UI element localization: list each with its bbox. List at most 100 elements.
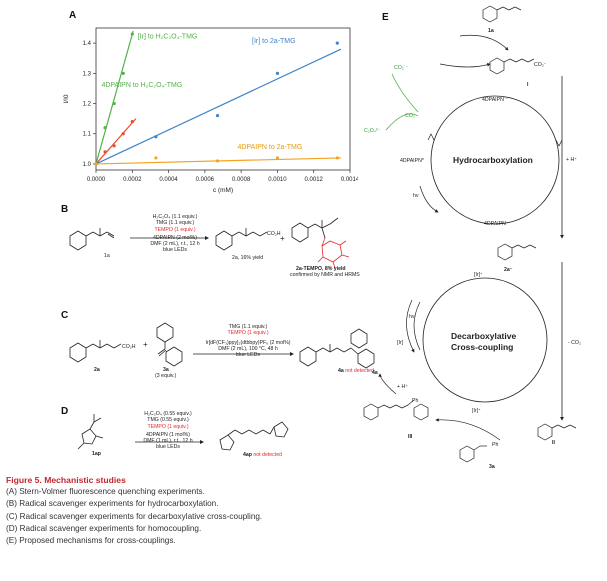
data-point xyxy=(130,120,134,124)
label-1ap: 1ap xyxy=(92,451,101,457)
structure-3a xyxy=(156,322,183,367)
x-tick-label: 0.0004 xyxy=(159,177,178,183)
series-label: 4DPAIPN to 2a-TMG xyxy=(238,144,303,151)
structure-2a-c xyxy=(69,340,122,363)
caption-line-b: (B) Radical scavenger experiments for hy… xyxy=(6,499,219,509)
caption-line-a: (A) Stern-Volmer fluorescence quenching … xyxy=(6,487,205,497)
data-point xyxy=(112,144,116,148)
label-co2-minus-e: CO₂⁻ xyxy=(534,62,547,68)
panel-label-d: D xyxy=(61,406,69,417)
data-point xyxy=(112,101,116,106)
data-point xyxy=(103,150,107,154)
x-axis-label: c (mM) xyxy=(213,187,233,194)
stern-volmer-chart: 0.0000 0.0002 0.0004 0.0006 0.0008 0.0010 0.00… xyxy=(63,27,358,194)
x-tick-label: 0.0002 xyxy=(123,177,142,183)
data-point xyxy=(215,159,220,163)
label-2a-tempo-confirm: confirmed by NMR and HRMS xyxy=(290,272,360,278)
label-hv: hν xyxy=(413,193,419,199)
structure-2a xyxy=(215,228,268,251)
structure-III xyxy=(363,399,429,421)
y-tick-label: 1.4 xyxy=(83,41,92,47)
data-point xyxy=(275,156,280,160)
co2h-label-c: CO₂H xyxy=(122,344,136,350)
label-4a-e: 4a xyxy=(372,370,378,376)
label-dpa-radical: 4DPAIPN˙⁻ xyxy=(482,97,509,103)
panel-label-c: C xyxy=(61,310,69,321)
structure-II xyxy=(537,423,577,441)
label-dpa-star: 4DPAIPN* xyxy=(400,158,424,164)
label-hplus: + H⁺ xyxy=(566,157,577,163)
panel-label-e: E xyxy=(382,12,389,23)
label-minus-co2-green: - CO₂ xyxy=(402,113,415,119)
label-hplus2: + H⁺ xyxy=(397,384,408,390)
label-ir: [Ir] xyxy=(397,340,404,346)
structure-2a-minus xyxy=(497,243,537,261)
label-3a: 3a xyxy=(163,367,169,373)
fit-line xyxy=(95,30,134,165)
x-tick-label: 0.0010 xyxy=(268,177,287,183)
label-dpa: 4DPAIPN xyxy=(484,221,506,227)
series-label: [Ir] to 2a-TMG xyxy=(252,38,296,45)
panel-label-a: A xyxy=(69,10,77,21)
structure-1ap xyxy=(77,414,104,450)
structure-1a xyxy=(69,228,115,251)
x-tick-label: 0.0014 xyxy=(341,177,358,183)
scheme-b-conditions: H₂C₂O₄ (1.1 equiv.) TMG (1.1 equiv.) TEM… xyxy=(150,214,200,254)
structure-3a-e xyxy=(459,445,487,463)
structure-1a-e xyxy=(482,5,522,23)
structure-4ap xyxy=(219,421,289,451)
data-point xyxy=(94,162,98,166)
scheme-c-conditions: TMG (1.1 equiv.) TEMPO (1 equiv.) Ir[dF(… xyxy=(205,324,291,359)
data-point xyxy=(121,71,125,75)
label-ph-3a: Ph xyxy=(492,442,499,448)
data-point xyxy=(130,32,134,36)
scheme-b-drawings xyxy=(69,217,350,269)
data-point xyxy=(335,156,339,160)
label-hv2: hν xyxy=(409,314,415,320)
data-point xyxy=(154,156,158,160)
series-label: 4DPAIPN to H₂C₂O₄-TMG xyxy=(101,82,182,89)
label-2a-yield: 2a, 16% yield xyxy=(232,255,264,261)
x-tick-label: 0.0000 xyxy=(87,177,106,183)
y-tick-label: 1.3 xyxy=(83,71,92,77)
data-point xyxy=(275,71,280,75)
panel-label-b: B xyxy=(61,204,69,215)
fit-line xyxy=(95,118,137,165)
x-tick-label: 0.0008 xyxy=(232,177,251,183)
label-3a-e: 3a xyxy=(489,464,495,470)
cycle-hydrocarboxylation: Hydrocarboxylation xyxy=(453,155,533,165)
label-II: II xyxy=(552,440,555,446)
cycle-decarboxylative: Decarboxylative xyxy=(451,331,517,341)
label-ir2: [Ir]⁺ xyxy=(472,408,481,414)
x-tick-label: 0.0006 xyxy=(196,177,215,183)
tempo-fragment xyxy=(317,237,350,269)
scheme-d-drawings xyxy=(77,414,289,451)
label-minus-co2-e: - CO₂ xyxy=(568,340,581,346)
cycle-cross-coupling: Cross-coupling xyxy=(451,342,514,352)
structure-4a xyxy=(299,328,375,369)
x-tick-label: 0.0012 xyxy=(305,177,324,183)
mechanism-diagram xyxy=(363,5,577,463)
y-tick-label: 1.0 xyxy=(83,162,92,168)
caption-line-e: (E) Proposed mechanisms for cross-coupli… xyxy=(6,536,176,546)
data-point xyxy=(215,114,220,118)
data-point xyxy=(103,126,107,130)
plus-sign-c: + xyxy=(143,340,148,349)
label-co2-radical: CO₂˙⁻ xyxy=(394,65,409,71)
label-4a-result: 4a not detected xyxy=(338,368,374,374)
label-4ap-result: 4ap not detected xyxy=(243,452,282,458)
label-ir3: [Ir]⁺ xyxy=(474,272,483,278)
label-2a-tempo: 2a-TEMPO, 8% yield xyxy=(296,266,346,272)
structure-I xyxy=(489,57,535,75)
plot-frame xyxy=(95,27,351,171)
figure-caption: Figure 5. Mechanistic studies (A) Stern-… xyxy=(6,474,566,547)
label-ph-III: Ph xyxy=(412,398,419,404)
label-2a-minus: 2a⁻ xyxy=(504,267,513,273)
y-tick-label: 1.1 xyxy=(83,132,92,138)
plus-sign-b: + xyxy=(280,234,285,243)
scheme-d-conditions: H₂C₂O₄ (0.55 equiv.) TMG (0.55 equiv.) T… xyxy=(143,411,193,451)
label-I: I xyxy=(527,82,529,88)
structure-2a-tempo xyxy=(291,217,339,243)
data-point xyxy=(335,41,339,45)
data-point xyxy=(121,132,125,136)
